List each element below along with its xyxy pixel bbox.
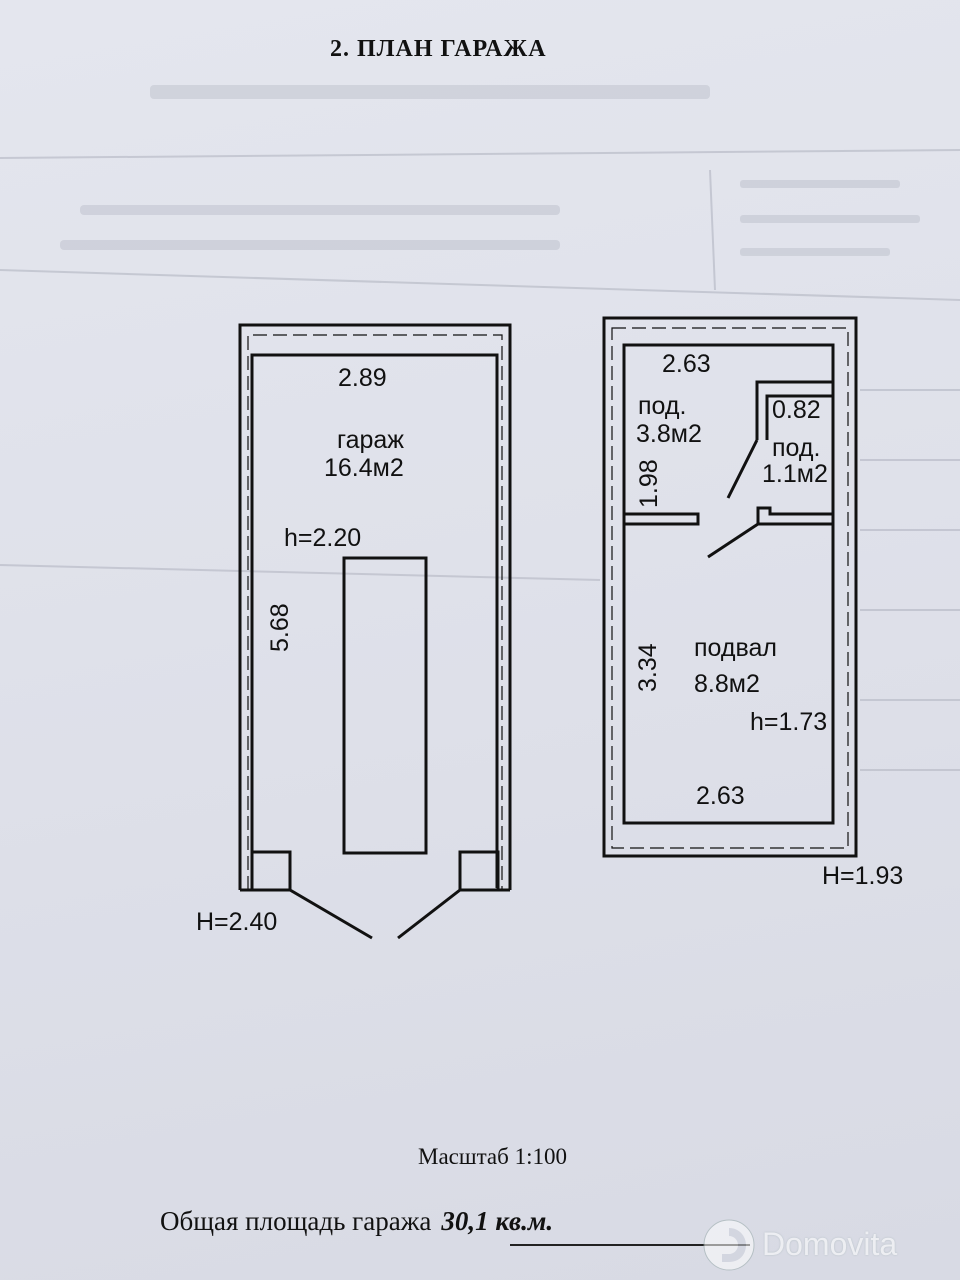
pantry-area-label: 3.8м2	[636, 420, 702, 448]
garage-name-label: гараж	[337, 426, 404, 454]
garage-area-label: 16.4м2	[324, 454, 404, 482]
garage-length-label: 5.68	[266, 603, 294, 652]
cellar-name-label: подвал	[694, 634, 777, 662]
total-area-row: Общая площадь гаража 30,1 кв.м.	[160, 1206, 553, 1237]
plan-title: 2. ПЛАН ГАРАЖА	[330, 36, 547, 62]
garage-walls	[238, 323, 512, 940]
cellar-depth-label: 3.34	[634, 643, 662, 692]
inspection-pit	[342, 556, 428, 855]
total-area-value: 30,1 кв.м.	[441, 1206, 554, 1236]
domovita-logo-icon	[703, 1219, 755, 1271]
small-pantry-name-label: под.	[772, 434, 820, 462]
scale-note: Масштаб 1:100	[418, 1144, 567, 1169]
garage-inner-height-label: h=2.20	[284, 524, 361, 552]
watermark-text: Domovita	[762, 1226, 898, 1262]
small-pantry-area-label: 1.1м2	[762, 460, 828, 488]
total-area-label: Общая площадь гаража	[160, 1206, 432, 1236]
basement-outer-height-label: H=1.93	[822, 862, 903, 890]
pantry-name-label: под.	[638, 392, 686, 420]
pantry-depth-label: 1.98	[635, 459, 663, 508]
total-area-underline	[510, 1244, 750, 1246]
basement-walls	[602, 316, 858, 858]
cellar-height-label: h=1.73	[750, 708, 827, 736]
small-pantry-width-label: 0.82	[772, 396, 821, 424]
pantry-width-label: 2.63	[662, 350, 711, 378]
garage-outer-height-label: H=2.40	[196, 908, 277, 936]
garage-width-label: 2.89	[338, 364, 387, 392]
cellar-width-label: 2.63	[696, 782, 745, 810]
cellar-area-label: 8.8м2	[694, 670, 760, 698]
